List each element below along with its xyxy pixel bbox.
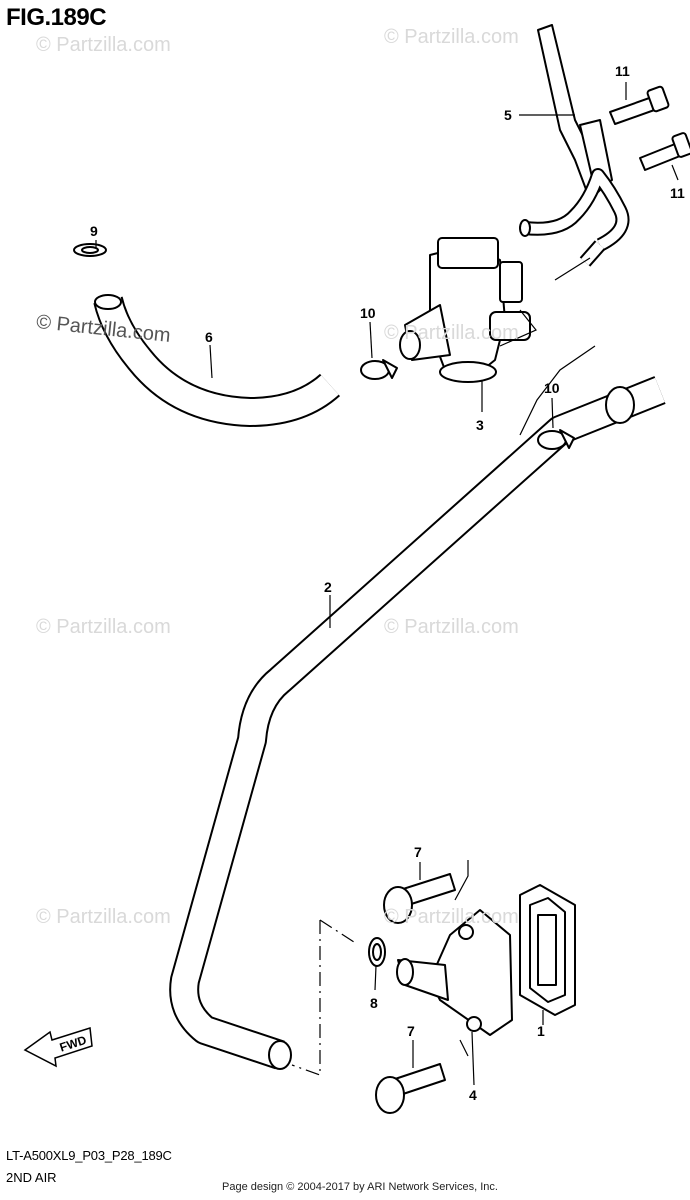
leader-lines bbox=[95, 82, 679, 1086]
callout-labels: 1 2 3 4 5 6 7 7 8 9 10 10 11 11 bbox=[90, 63, 685, 1103]
clip-part-9[interactable] bbox=[73, 243, 107, 257]
callout-2: 2 bbox=[324, 579, 332, 595]
figure-title: FIG.189C bbox=[6, 4, 107, 31]
callout-11-lower: 11 bbox=[670, 185, 685, 201]
callout-10-upper: 10 bbox=[360, 305, 376, 321]
bolt-part-7-upper[interactable] bbox=[383, 873, 456, 924]
page-credit: Page design © 2004-2017 by ARI Network S… bbox=[222, 1181, 498, 1193]
watermark: © Partzilla.com bbox=[384, 26, 519, 48]
figure-code: LT-A500XL9_P03_P28_189C bbox=[6, 1148, 172, 1163]
callout-6: 6 bbox=[205, 329, 213, 345]
pipe-bracket-part-5[interactable] bbox=[519, 24, 630, 267]
watermark: © Partzilla.com bbox=[36, 34, 171, 56]
section-name: 2ND AIR bbox=[6, 1170, 57, 1185]
hose-part-6[interactable] bbox=[93, 294, 341, 427]
watermark: © Partzilla.com bbox=[384, 616, 519, 638]
bolt-part-11-lower[interactable] bbox=[639, 132, 690, 171]
watermark: © Partzilla.com bbox=[36, 616, 171, 638]
callout-11-upper: 11 bbox=[615, 63, 630, 79]
callout-9: 9 bbox=[90, 223, 98, 239]
bolt-part-11-upper[interactable] bbox=[609, 85, 670, 125]
watermark: © Partzilla.com bbox=[384, 906, 519, 928]
callout-3: 3 bbox=[476, 417, 484, 433]
callout-4: 4 bbox=[469, 1087, 477, 1103]
valve-part-3[interactable] bbox=[399, 237, 531, 383]
cover-part-4[interactable] bbox=[396, 909, 513, 1036]
bolt-part-7-lower[interactable] bbox=[375, 1063, 446, 1114]
callout-1: 1 bbox=[537, 1023, 545, 1039]
oring-part-8[interactable] bbox=[368, 937, 386, 967]
forward-direction-arrow: FWD bbox=[23, 1027, 93, 1068]
callout-5: 5 bbox=[504, 107, 512, 123]
callout-10-lower: 10 bbox=[544, 380, 560, 396]
callout-8: 8 bbox=[370, 995, 378, 1011]
gasket-part-1[interactable] bbox=[519, 884, 576, 1016]
hose-part-2[interactable] bbox=[169, 376, 666, 1070]
watermark: © Partzilla.com bbox=[36, 906, 171, 928]
watermark: © Partzilla.com bbox=[384, 322, 519, 344]
callout-7-upper: 7 bbox=[414, 844, 422, 860]
callout-7-lower: 7 bbox=[407, 1023, 415, 1039]
clamp-part-10-upper[interactable] bbox=[360, 359, 398, 380]
clamp-part-10-lower[interactable] bbox=[537, 429, 575, 450]
